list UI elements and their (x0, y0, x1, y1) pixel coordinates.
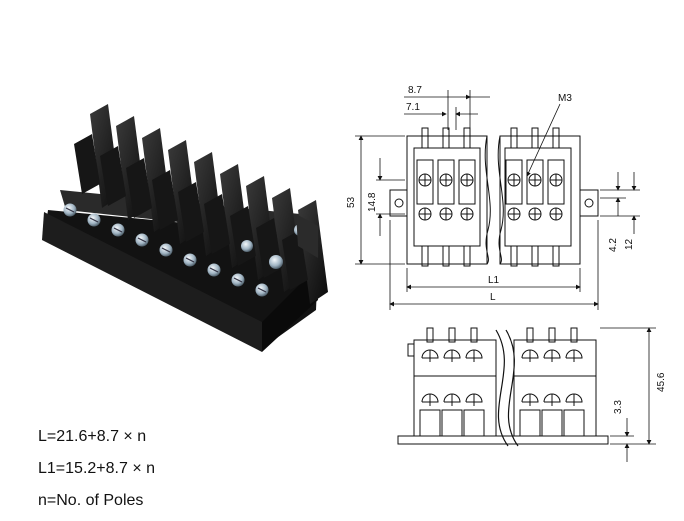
terminal-fin (126, 158, 152, 218)
pin-bottom (442, 245, 450, 267)
pin-bottom (531, 245, 539, 267)
side-screw-head (521, 349, 539, 359)
terminal-screw (241, 240, 253, 252)
terminal-block-photo (42, 104, 328, 352)
side-cell (441, 409, 463, 437)
side-tab (407, 343, 415, 357)
side-screw-head (565, 393, 583, 403)
screw-slot (161, 247, 171, 253)
dim-edge-b-label: 12 (624, 238, 635, 250)
screw-slot (65, 207, 75, 213)
pin-bottom (552, 245, 560, 267)
side-view-dimensions (600, 327, 656, 462)
side-cell (519, 409, 541, 437)
screw-slot (89, 217, 99, 223)
screw-slot (209, 267, 219, 273)
side-screw-head (543, 349, 561, 359)
side-screw-head (565, 349, 583, 359)
dim-hole-pitch-label: 7.1 (406, 102, 420, 113)
pin-bottom (510, 245, 518, 267)
terminal-cell (526, 159, 544, 205)
side-screw-head (543, 393, 561, 403)
pin-top (510, 127, 518, 149)
formula-poles: n=No. of Poles (38, 492, 144, 509)
screw-slot (185, 257, 195, 263)
dim-screw-label: M3 (558, 93, 572, 104)
side-pin (470, 327, 478, 343)
terminal-fin (74, 134, 100, 194)
side-pin (448, 327, 456, 343)
side-view-drawing (397, 327, 609, 447)
terminal-fin (152, 170, 178, 230)
dim-length-l-label: L (490, 292, 496, 303)
side-screw-head (521, 393, 539, 403)
pin-top (442, 127, 450, 149)
dim-length-l1-label: L1 (488, 275, 500, 286)
dim-height-inner-label: 14.8 (367, 192, 378, 212)
side-pin (426, 327, 434, 343)
side-screw-head (421, 393, 439, 403)
formula-length: L=21.6+8.7 × n (38, 428, 147, 445)
screw-slot (113, 227, 123, 233)
side-screw-head (443, 393, 461, 403)
terminal-cell (437, 159, 455, 205)
top-view-drawing (389, 127, 599, 267)
terminal-cell (505, 159, 523, 205)
dim-edge-a-label: 4.2 (608, 238, 619, 252)
screw-slot (257, 287, 267, 293)
side-cell (541, 409, 563, 437)
pin-bottom (463, 245, 471, 267)
terminal-fin (178, 182, 204, 242)
top-view-dimensions (355, 90, 640, 310)
terminal-screw (269, 255, 283, 269)
terminal-cell (547, 159, 565, 205)
side-cell (463, 409, 485, 437)
dim-height-total-label: 53 (346, 196, 357, 208)
pin-bottom (421, 245, 429, 267)
side-pin (570, 327, 578, 343)
dim-side-base-label: 3.3 (613, 400, 624, 414)
side-pin (548, 327, 556, 343)
terminal-fin (204, 194, 230, 254)
pin-top (552, 127, 560, 149)
dim-pitch-label: 8.7 (408, 85, 422, 96)
screw-slot (137, 237, 147, 243)
side-pin (526, 327, 534, 343)
pin-top (531, 127, 539, 149)
side-cell (419, 409, 441, 437)
side-cell (563, 409, 585, 437)
dim-side-height-label: 45.6 (656, 372, 667, 392)
terminal-cell (416, 159, 434, 205)
pin-top (421, 127, 429, 149)
terminal-fin (100, 146, 126, 206)
formula-length-l1: L1=15.2+8.7 × n (38, 460, 155, 477)
side-screw-head (465, 393, 483, 403)
side-screw-head (421, 349, 439, 359)
pin-top (463, 127, 471, 149)
side-screw-head (465, 349, 483, 359)
screw-slot (233, 277, 243, 283)
side-screw-head (443, 349, 461, 359)
terminal-cell (458, 159, 476, 205)
